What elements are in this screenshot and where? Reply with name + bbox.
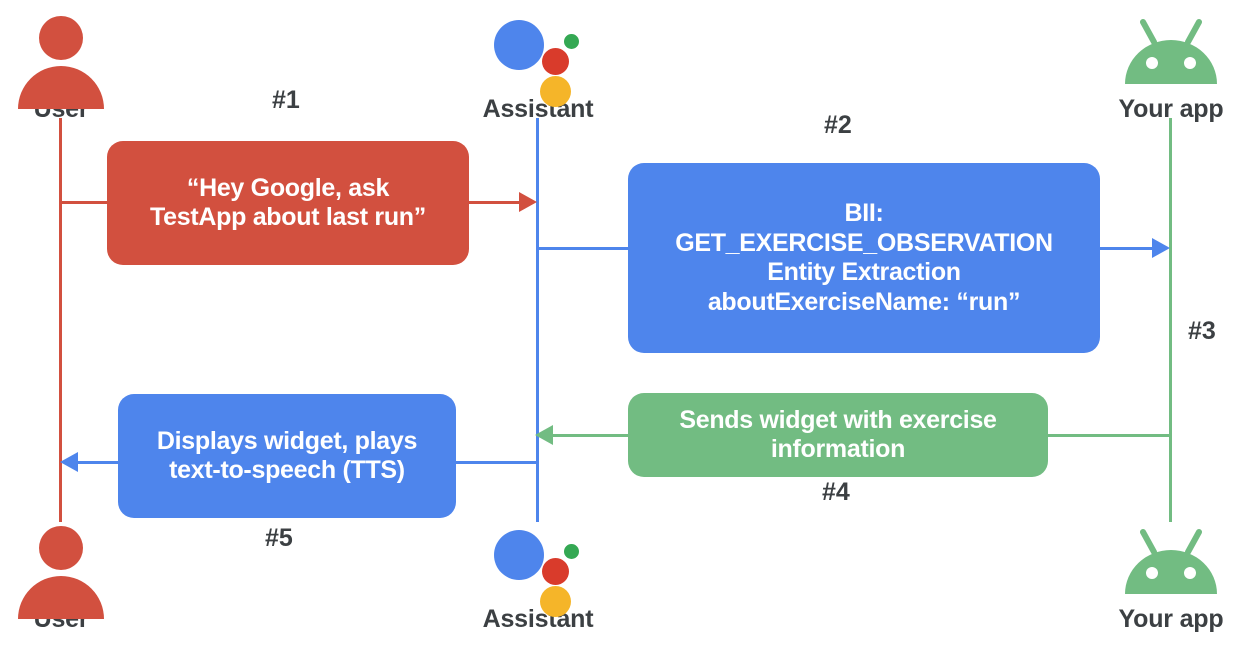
actor-label-assistant-top: Assistant bbox=[482, 95, 594, 123]
connector-assistant-to-box5 bbox=[455, 461, 537, 464]
actor-your-app-bottom: Your app bbox=[1091, 524, 1244, 634]
arrowhead-assistant-to-user bbox=[60, 452, 78, 472]
step-label-3: #3 bbox=[1188, 317, 1216, 345]
connector-app-to-box4 bbox=[1046, 434, 1170, 437]
connector-box4-to-assistant bbox=[552, 434, 632, 437]
actor-your-app-top: Your app bbox=[1091, 14, 1244, 124]
google-assistant-icon bbox=[488, 14, 588, 107]
message-line: information bbox=[770, 435, 906, 463]
connector-box2-to-app bbox=[1099, 247, 1155, 250]
step-label-2: #2 bbox=[824, 111, 852, 139]
arrowhead-app-to-assistant bbox=[535, 425, 553, 445]
message-line: TestApp about last run” bbox=[150, 203, 426, 231]
lifeline-user bbox=[59, 118, 62, 522]
connector-user-to-box1 bbox=[60, 201, 110, 204]
user-avatar-icon bbox=[11, 524, 111, 619]
actor-label-assistant-bottom: Assistant bbox=[482, 605, 594, 633]
message-line: GET_EXERCISE_OBSERVATION bbox=[675, 228, 1053, 257]
actor-label-your-app-bottom: Your app bbox=[1118, 605, 1224, 633]
message-box-assistant-response: Displays widget, plays text-to-speech (T… bbox=[118, 394, 456, 518]
actor-user-bottom: User bbox=[0, 524, 141, 634]
lifeline-assistant bbox=[536, 118, 539, 522]
connector-box1-to-assistant bbox=[466, 201, 524, 204]
message-line: “Hey Google, ask bbox=[186, 173, 390, 202]
connector-assistant-to-box2 bbox=[538, 247, 632, 250]
step-label-4: #4 bbox=[822, 478, 850, 506]
message-box-bii: BII: GET_EXERCISE_OBSERVATION Entity Ext… bbox=[628, 163, 1100, 353]
actor-assistant-top: Assistant bbox=[458, 14, 618, 124]
user-avatar-icon bbox=[11, 14, 111, 109]
actor-user-top: User bbox=[0, 14, 141, 124]
step-label-1: #1 bbox=[272, 86, 300, 114]
step-label-5: #5 bbox=[265, 524, 293, 552]
lifeline-your-app bbox=[1169, 118, 1172, 522]
message-box-user-request: “Hey Google, ask TestApp about last run” bbox=[107, 141, 469, 265]
android-robot-icon bbox=[1121, 524, 1221, 602]
arrowhead-user-to-assistant bbox=[519, 192, 537, 212]
message-line: Sends widget with exercise bbox=[679, 405, 997, 434]
android-robot-icon bbox=[1121, 14, 1221, 92]
message-box-app-response: Sends widget with exercise information bbox=[628, 393, 1048, 477]
message-line: Displays widget, plays bbox=[156, 426, 418, 455]
arrowhead-assistant-to-app bbox=[1152, 238, 1170, 258]
message-line: aboutExerciseName: “run” bbox=[707, 287, 1021, 316]
message-line: Entity Extraction bbox=[767, 258, 961, 286]
connector-box5-to-user bbox=[76, 461, 122, 464]
google-assistant-icon bbox=[488, 524, 588, 617]
message-line: text-to-speech (TTS) bbox=[169, 456, 405, 484]
actor-label-your-app-top: Your app bbox=[1118, 95, 1224, 123]
actor-assistant-bottom: Assistant bbox=[458, 524, 618, 634]
message-line: BII: bbox=[844, 199, 884, 227]
